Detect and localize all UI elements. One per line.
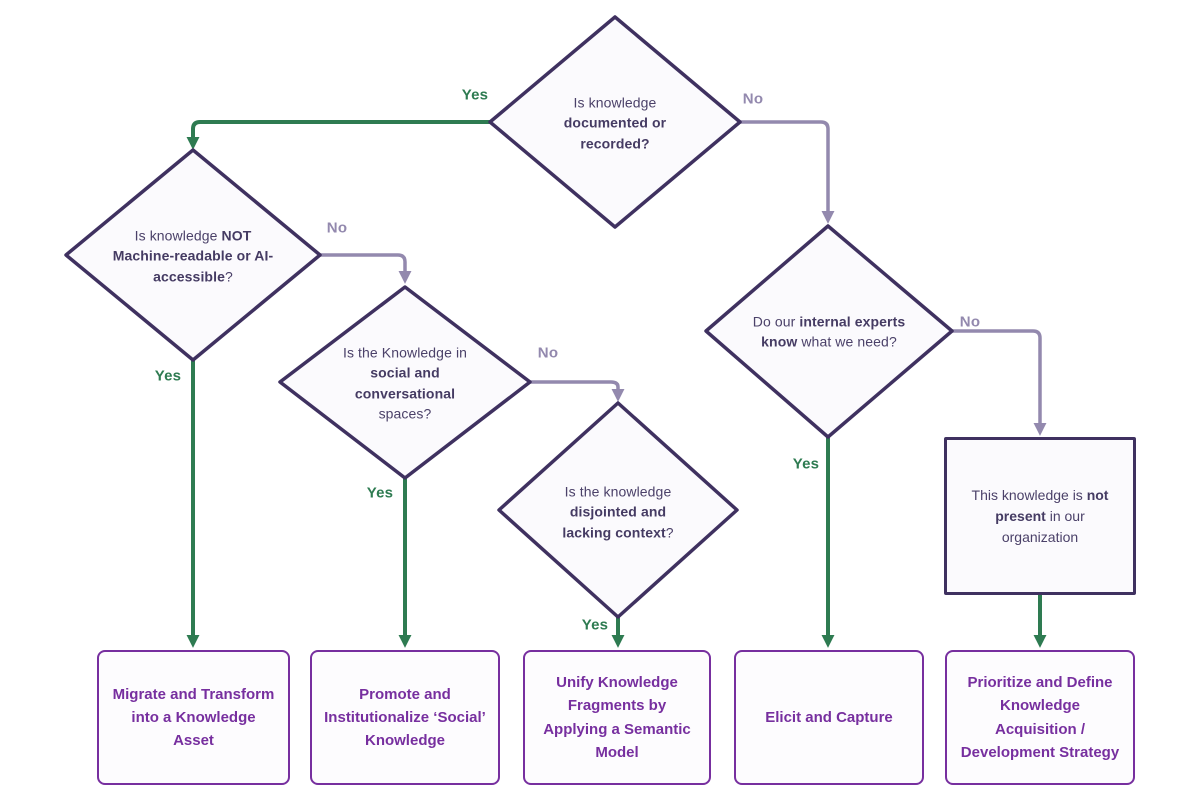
label-documented-no: No [742, 90, 764, 108]
node-not-present-post: in our organization [1001, 507, 1085, 545]
outcome-migrate-transform-label: Migrate and Transform into a Knowledge A… [112, 685, 275, 750]
diamond-experts [704, 224, 954, 439]
label-machine-readable-no: No [326, 219, 348, 237]
decision-experts-pre: Do our [752, 313, 800, 330]
decision-machine-readable-label: Is knowledge NOT Machine-readable or AI-… [112, 226, 274, 287]
decision-documented-bold: documented or recorded [563, 114, 667, 152]
decision-social-bold: social and conversational [354, 364, 456, 401]
decision-diamonds [64, 15, 954, 619]
decision-documented-label: Is knowledge documented or recorded? [540, 93, 690, 154]
node-not-present-pre: This knowledge is [971, 486, 1087, 503]
label-documented-yes: Yes [461, 86, 489, 104]
decision-social-pre: Is the Knowledge in [342, 344, 468, 361]
decision-experts-label: Do our internal experts know what we nee… [749, 312, 909, 353]
decision-experts-post: what we need? [797, 334, 897, 350]
yes-connectors [186, 120, 1047, 648]
label-disjointed-yes: Yes [581, 616, 609, 634]
node-not-present-label: This knowledge is not present in our org… [961, 485, 1119, 548]
label-experts-no: No [959, 313, 981, 331]
connector-documented-no [740, 120, 835, 224]
outcome-elicit-capture-label: Elicit and Capture [765, 708, 893, 726]
decision-documented-post: ? [641, 135, 650, 152]
decision-disjointed-pre: Is the knowledge [564, 483, 672, 500]
diamond-social [278, 285, 532, 480]
connector-machine-readable-no [320, 253, 412, 284]
outcome-unify-fragments: Unify Knowledge Fragments by Applying a … [523, 650, 711, 785]
node-not-present-bold: not present [995, 486, 1109, 524]
connector-documented-yes [186, 120, 492, 150]
decision-documented-pre: Is knowledge [573, 94, 657, 111]
connector-experts-no [952, 329, 1047, 436]
decision-disjointed-label: Is the knowledge disjointed and lacking … [555, 482, 681, 543]
label-experts-yes: Yes [792, 455, 820, 473]
decision-disjointed-bold: disjointed and lacking context [562, 503, 667, 541]
outcome-promote-institutionalize: Promote and Institutionalize ‘Social’ Kn… [310, 650, 500, 785]
outcome-migrate-transform: Migrate and Transform into a Knowledge A… [97, 650, 290, 785]
decision-machine-readable-bold: NOT Machine-readable or AI-accessible [112, 227, 274, 285]
label-machine-readable-yes: Yes [154, 367, 182, 385]
label-social-yes: Yes [366, 484, 394, 502]
diamond-documented [488, 15, 742, 229]
decision-social-label: Is the Knowledge in social and conversat… [335, 342, 475, 423]
decision-machine-readable-post: ? [224, 268, 233, 285]
diamond-machine-readable [64, 148, 322, 362]
outcome-prioritize-define-label: Prioritize and Define Knowledge Acquisit… [960, 674, 1120, 761]
decision-social-post: spaces? [378, 405, 432, 422]
decision-machine-readable-pre: Is knowledge [134, 227, 222, 244]
label-social-no: No [537, 344, 559, 362]
outcome-promote-institutionalize-label: Promote and Institutionalize ‘Social’ Kn… [324, 685, 486, 750]
diamond-disjointed [497, 401, 739, 619]
decision-disjointed-post: ? [665, 524, 674, 541]
decision-experts-bold: internal experts know [761, 313, 906, 350]
no-connectors [320, 120, 1047, 436]
outcome-unify-fragments-label: Unify Knowledge Fragments by Applying a … [543, 674, 691, 761]
outcome-elicit-capture: Elicit and Capture [734, 650, 924, 785]
connector-social-no [530, 380, 625, 402]
node-not-present: This knowledge is not present in our org… [944, 437, 1136, 595]
outcome-prioritize-define: Prioritize and Define Knowledge Acquisit… [945, 650, 1135, 785]
